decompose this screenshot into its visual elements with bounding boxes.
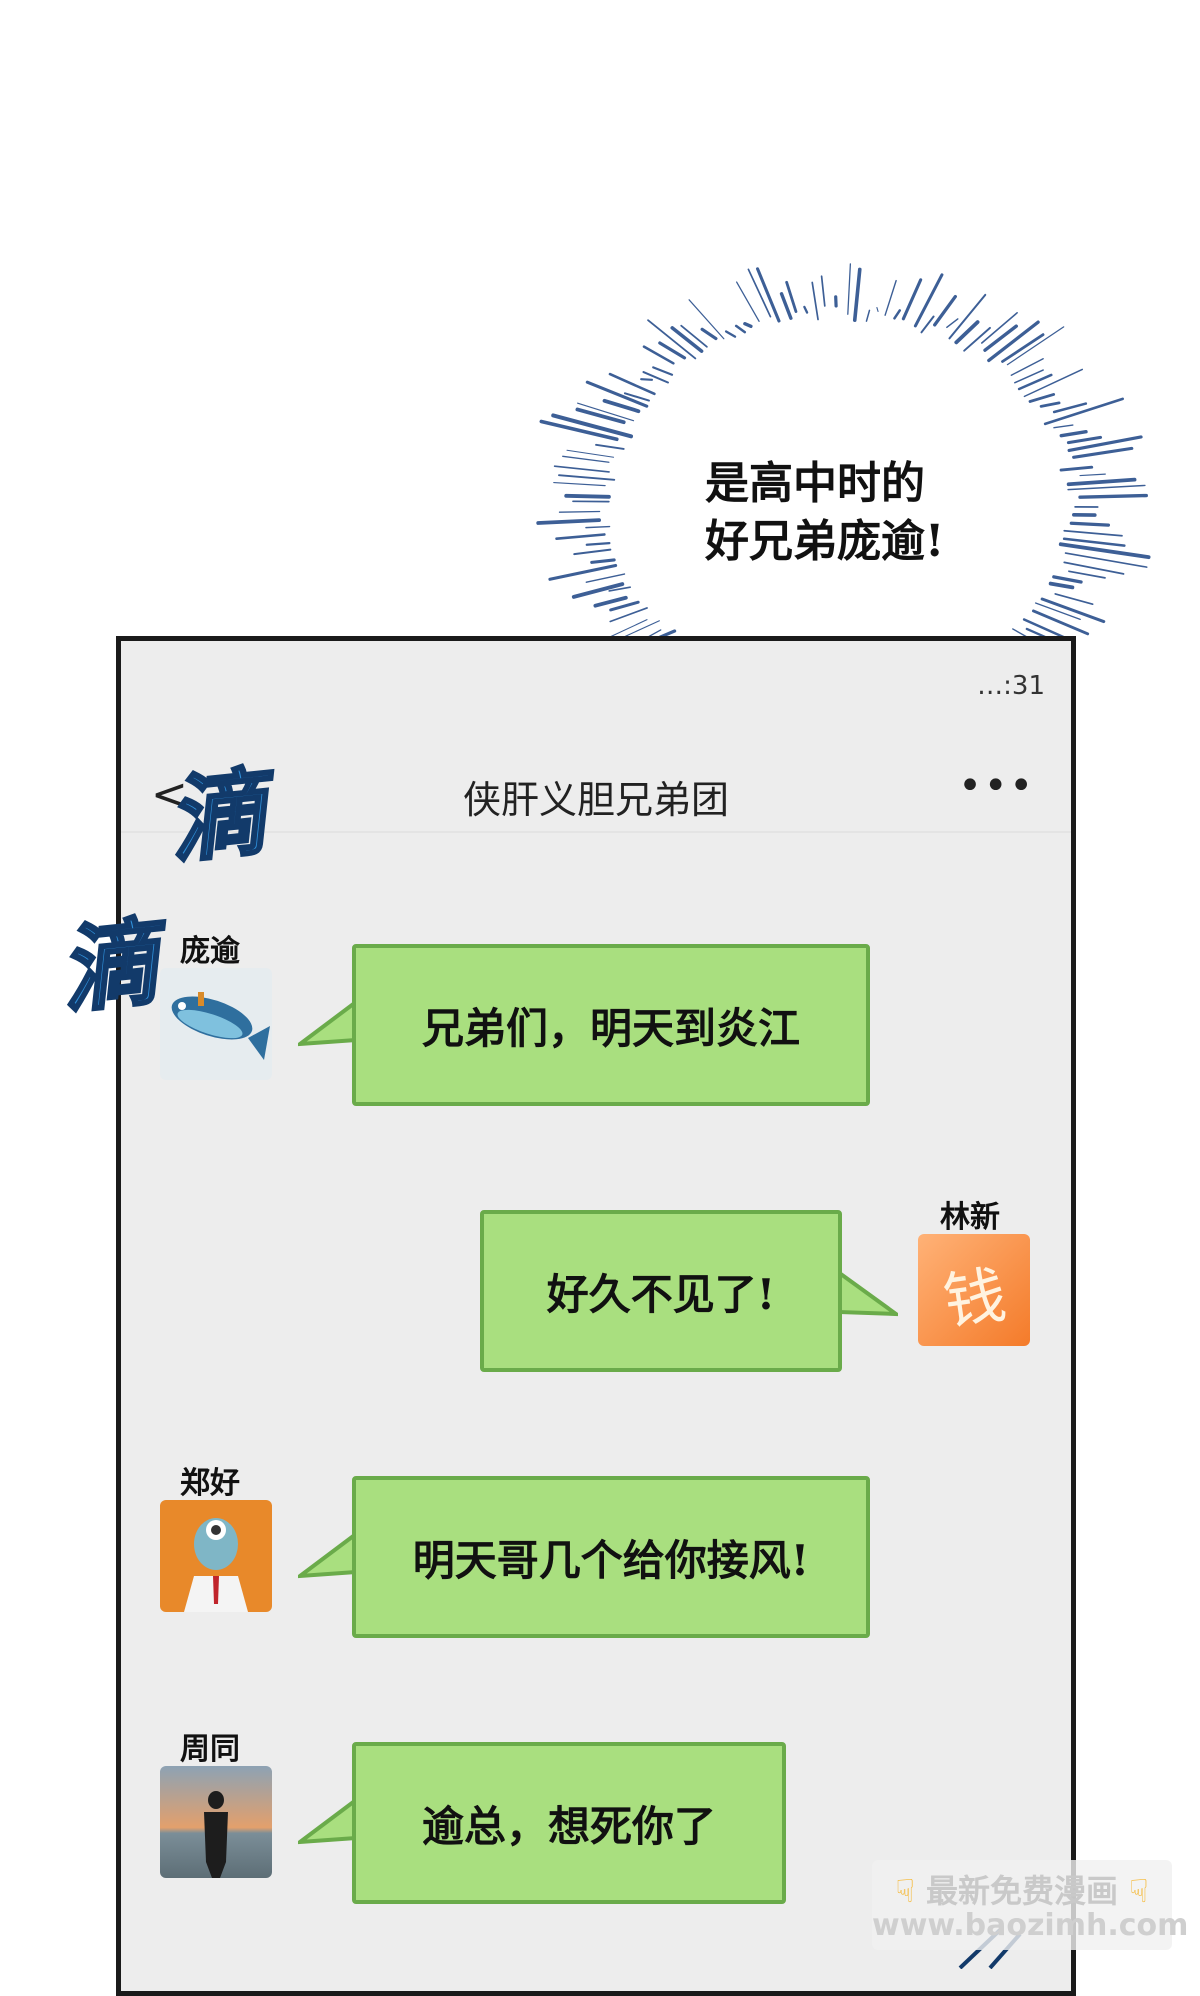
burst-line: [894, 310, 899, 318]
burst-line: [559, 475, 614, 480]
burst-line: [587, 543, 610, 545]
burst-line: [610, 374, 654, 394]
burst-line: [877, 308, 878, 312]
message-text: 逾总，想死你了: [422, 1793, 716, 1854]
fish-suit-avatar[interactable]: [160, 1500, 272, 1612]
burst-line: [1054, 577, 1081, 582]
burst-line: [1071, 523, 1108, 525]
burst-line: [660, 343, 685, 358]
burst-line: [935, 297, 956, 325]
burst-line: [947, 319, 958, 327]
burst-line: [726, 331, 735, 336]
burst-line: [866, 310, 869, 321]
burst-line: [611, 602, 639, 610]
burst-line: [903, 280, 920, 319]
burst-line: [1041, 403, 1059, 406]
message-text: 好久不见了!: [547, 1261, 775, 1322]
sfx-di: 滴: [178, 738, 274, 877]
burst-line: [641, 379, 652, 380]
burst-line: [812, 282, 818, 319]
burst-line: [1051, 584, 1073, 588]
burst-line: [653, 367, 672, 374]
burst-line: [702, 329, 716, 338]
message-text: 兄弟们，明天到炎江: [422, 995, 800, 1056]
qian-avatar[interactable]: 钱: [918, 1234, 1030, 1346]
burst-line: [567, 450, 614, 457]
burst-line: [921, 317, 933, 333]
burst-line: [1064, 531, 1122, 536]
burst-line: [822, 276, 825, 306]
burst-line: [1061, 432, 1086, 436]
bubble-tail: [298, 1798, 358, 1850]
burst-line: [566, 496, 609, 497]
speech-line-1: 是高中时的: [705, 455, 1005, 513]
message-text: 明天哥几个给你接风!: [413, 1527, 809, 1588]
burst-line: [1030, 394, 1054, 401]
burst-line: [1054, 404, 1086, 412]
burst-line: [574, 550, 610, 554]
burst-line: [559, 512, 599, 513]
burst-line: [1069, 480, 1135, 485]
burst-line: [1033, 611, 1087, 634]
burst-line: [782, 294, 791, 318]
watermark: ☟ 最新免费漫画 ☟ www.baozimh.com: [872, 1860, 1172, 1950]
burst-line: [985, 326, 1016, 350]
fish-avatar[interactable]: [160, 968, 272, 1080]
sfx-di: 滴: [70, 888, 166, 1027]
burst-line: [848, 264, 851, 314]
burst-line: [595, 598, 625, 606]
burst-line: [550, 565, 616, 579]
burst-line: [1007, 327, 1063, 365]
burst-line: [1002, 335, 1043, 362]
burst-line: [1069, 571, 1105, 578]
watermark-line-2: www.baozimh.com: [872, 1908, 1172, 1943]
pointing-hand-icon: ☟: [1129, 1872, 1148, 1910]
bubble-tail: [298, 1532, 358, 1584]
watermark-line-1: 最新免费漫画: [926, 1872, 1118, 1910]
burst-line: [643, 372, 667, 382]
sender-name: 林新: [940, 1192, 1000, 1236]
bubble-tail: [298, 1000, 358, 1052]
burst-line: [1068, 437, 1100, 442]
message-bubble[interactable]: 逾总，想死你了: [352, 1742, 786, 1904]
burst-line: [557, 534, 605, 538]
message-bubble[interactable]: 好久不见了!: [480, 1210, 842, 1372]
burst-line: [592, 560, 614, 562]
message-bubble[interactable]: 明天哥几个给你接风!: [352, 1476, 870, 1638]
beach-sunset-avatar[interactable]: [160, 1766, 272, 1878]
bubble-tail: [836, 1268, 898, 1324]
burst-line: [555, 466, 609, 472]
burst-line: [745, 324, 751, 327]
burst-line: [1080, 474, 1105, 475]
message-bubble[interactable]: 兄弟们，明天到炎江: [352, 944, 870, 1106]
avatar-character: 钱: [918, 1241, 1030, 1346]
speech-line-2: 好兄弟庞逾!: [705, 513, 1005, 571]
burst-line: [586, 574, 624, 582]
burst-line: [1061, 467, 1092, 470]
burst-line: [855, 269, 860, 320]
status-time: …:31: [977, 671, 1045, 701]
more-dots-icon[interactable]: •••: [958, 763, 1035, 809]
burst-line: [596, 445, 624, 449]
burst-line: [737, 282, 759, 321]
pointing-hand-icon: ☟: [895, 1872, 914, 1910]
burst-line: [586, 527, 610, 528]
burst-line: [885, 281, 896, 316]
burst-line: [1055, 594, 1092, 604]
sender-name: 周同: [180, 1724, 240, 1768]
burst-line: [563, 456, 609, 462]
speech-burst-text: 是高中时的 好兄弟庞逾!: [705, 455, 1005, 571]
burst-line: [554, 483, 605, 486]
burst-line: [1074, 448, 1132, 457]
burst-line: [538, 520, 599, 523]
burst-line: [1054, 425, 1073, 428]
burst-line: [736, 326, 745, 332]
sender-name: 庞逾: [180, 926, 240, 970]
burst-line: [1080, 496, 1146, 498]
burst-line: [804, 307, 807, 313]
sender-name: 郑好: [180, 1458, 240, 1502]
burst-line: [1068, 485, 1145, 489]
